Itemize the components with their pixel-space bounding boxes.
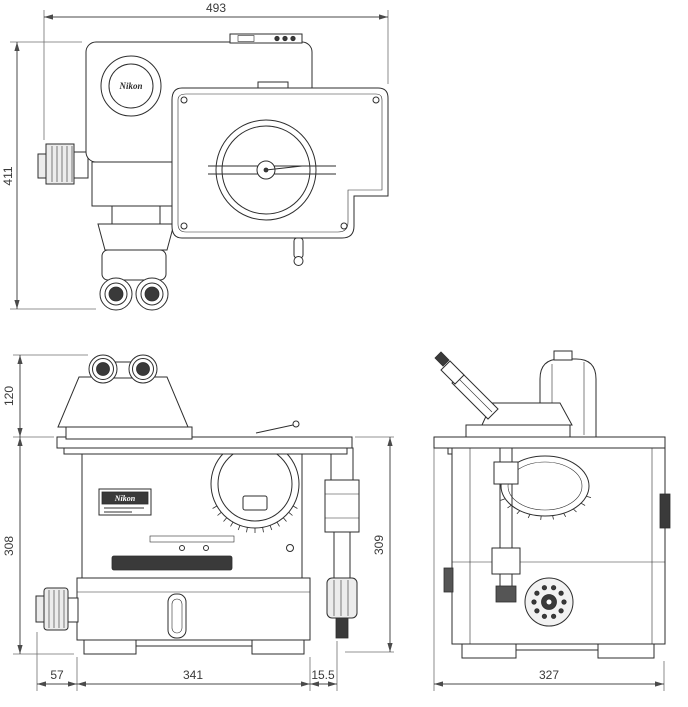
rear-connector-side — [659, 493, 671, 529]
head-side — [434, 350, 597, 438]
eyepiece-cap-side — [434, 351, 450, 367]
dim-front-pillar-height: 309 — [345, 436, 394, 653]
dim-label-327: 327 — [539, 668, 559, 682]
turret-side — [500, 455, 592, 520]
side-microscope — [433, 350, 671, 659]
stage-front — [56, 420, 353, 455]
dim-front-stand-height: 308 — [2, 437, 74, 655]
dim-label-15-5: 15.5 — [311, 668, 335, 682]
rear-connector-strip — [229, 33, 303, 44]
eyepiece-right — [128, 354, 158, 384]
brand-plate: Nikon — [98, 488, 152, 516]
focus-knob-front — [35, 587, 79, 631]
observation-tube-top — [91, 161, 185, 281]
eyepiece-tube-side — [451, 372, 499, 420]
illumination-pillar — [324, 447, 360, 639]
dim-label-308: 308 — [2, 536, 16, 556]
eyepiece-left — [88, 354, 118, 384]
top-microscope: Nikon — [37, 33, 389, 311]
front-view: 120 308 309 — [2, 354, 394, 691]
base-front — [76, 577, 311, 655]
dim-front-head-height: 120 — [2, 354, 88, 438]
front-connector-side — [443, 567, 454, 593]
binocular-head-front — [57, 354, 193, 440]
camera-port-circle: Nikon — [100, 55, 162, 117]
brand-logo-front: Nikon — [114, 494, 136, 503]
focus-knob-top — [37, 143, 89, 185]
dim-side-depth: 327 — [433, 446, 665, 691]
dim-label-309: 309 — [372, 535, 386, 555]
stage-plate-top — [171, 81, 389, 266]
base-side — [461, 643, 655, 659]
dim-top-width: 493 — [43, 1, 389, 140]
body-details-front — [111, 535, 294, 571]
front-microscope: Nikon — [35, 354, 360, 655]
dim-front-bottom: 57 341 15.5 — [36, 632, 338, 691]
dim-top-height: 411 — [1, 41, 96, 310]
dim-label-width: 493 — [206, 1, 226, 15]
focus-knob-side — [524, 577, 574, 627]
condenser-column-side — [491, 448, 521, 603]
binocular-eyepieces-top — [99, 277, 169, 311]
dim-label-120: 120 — [2, 386, 16, 406]
stage-opening — [208, 119, 336, 221]
lamphouse-cap — [553, 350, 573, 361]
brand-logo-top: Nikon — [118, 81, 142, 91]
side-view: 327 — [433, 350, 671, 691]
top-view: 493 411 — [1, 1, 389, 311]
dim-label-341: 341 — [183, 668, 203, 682]
dim-label-57: 57 — [50, 668, 64, 682]
stage-handle — [293, 237, 304, 266]
dim-label-height: 411 — [1, 166, 15, 185]
